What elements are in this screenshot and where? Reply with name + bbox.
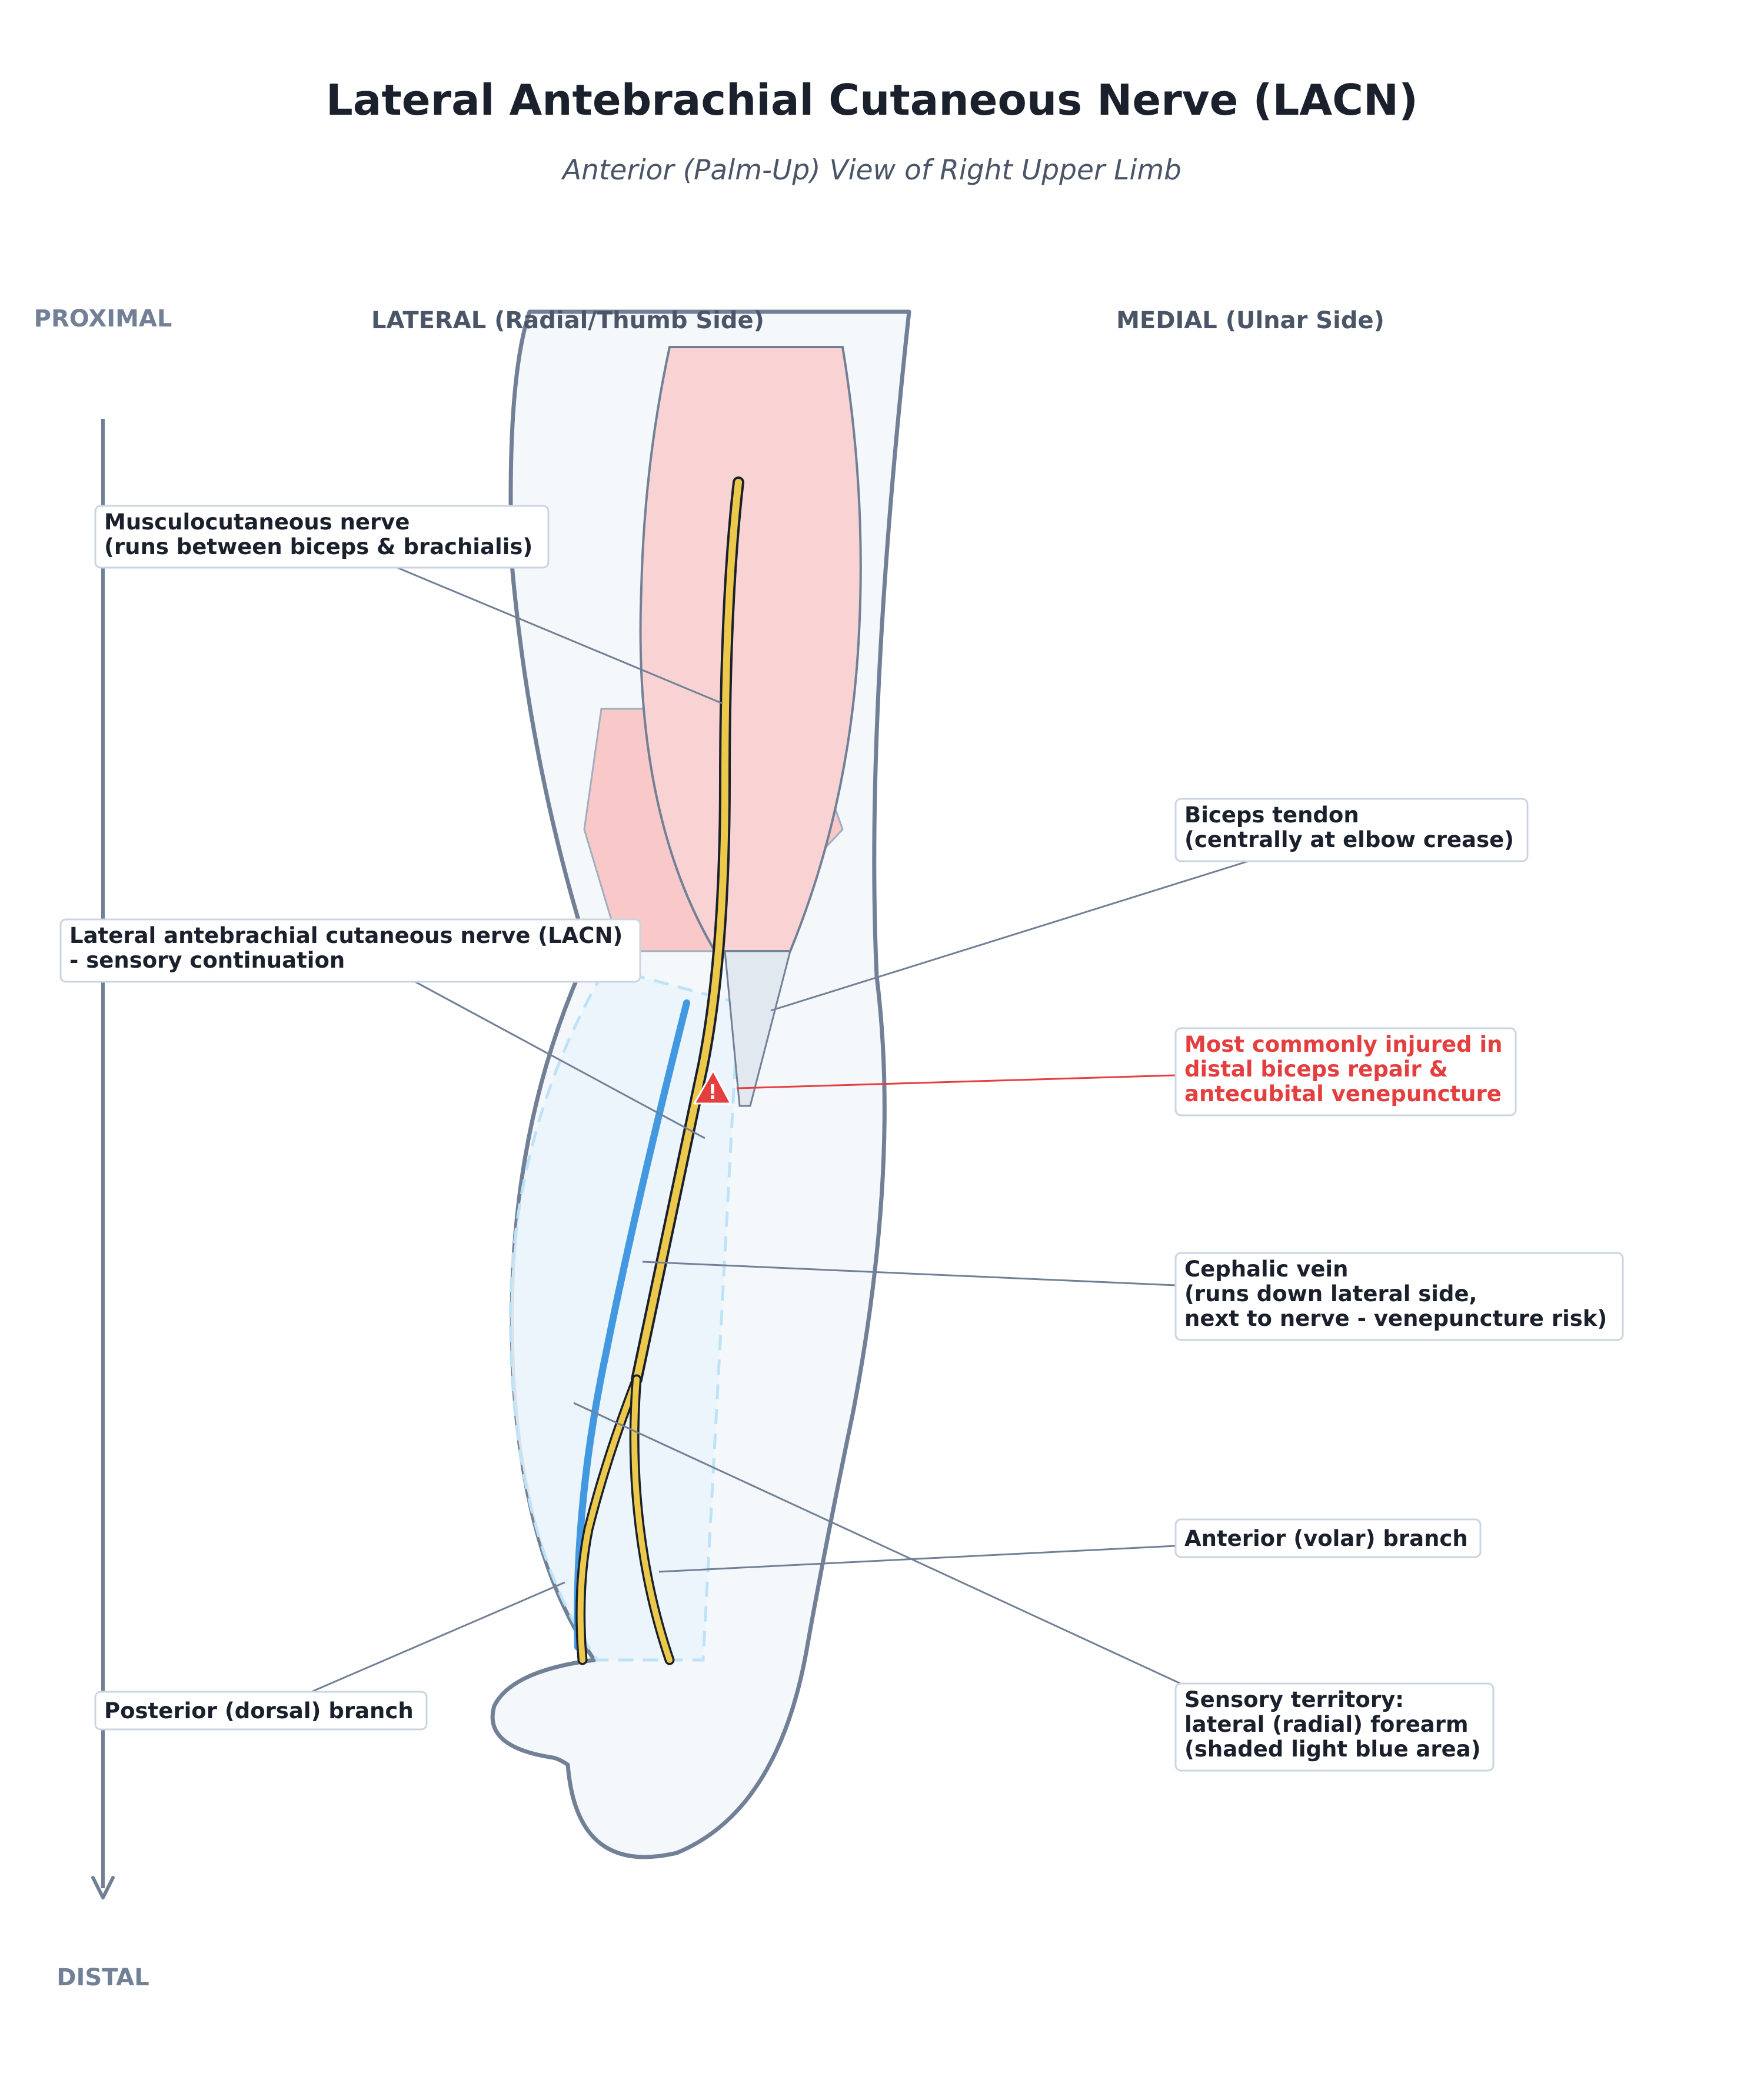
page-title: Lateral Antebrachial Cutaneous Nerve (LA… xyxy=(326,75,1418,125)
proximal-label: PROXIMAL xyxy=(34,305,172,332)
svg-text:Lateral antebrachial cutaneous: Lateral antebrachial cutaneous nerve (LA… xyxy=(69,923,623,973)
svg-text:Cephalic vein(runs down latera: Cephalic vein(runs down lateral side,nex… xyxy=(1184,1256,1607,1331)
callout-lacn: Lateral antebrachial cutaneous nerve (LA… xyxy=(59,918,641,983)
posterior-branch-nerve xyxy=(575,1374,642,1665)
anterior-branch-nerve xyxy=(629,1374,675,1665)
cephalic-vein xyxy=(574,999,690,1651)
svg-text:Sensory territory:lateral (rad: Sensory territory:lateral (radial) forea… xyxy=(1184,1687,1481,1762)
warning-icon: ! xyxy=(693,1069,732,1105)
leader-biceps-tendon xyxy=(770,859,1253,1012)
lacn-nerve xyxy=(631,476,744,1385)
leader-anterior-branch xyxy=(658,1545,1176,1573)
page-subtitle: Anterior (Palm-Up) View of Right Upper L… xyxy=(561,154,1181,186)
svg-text:!: ! xyxy=(708,1081,717,1104)
svg-text:Posterior (dorsal) branch: Posterior (dorsal) branch xyxy=(104,1698,414,1724)
leader-musculocutaneous xyxy=(392,565,723,705)
lateral-side-label: LATERAL (Radial/Thumb Side) xyxy=(371,307,764,334)
leader-posterior-branch xyxy=(305,1581,565,1695)
svg-text:Anterior (volar) branch: Anterior (volar) branch xyxy=(1184,1526,1468,1551)
callout-anterior-branch: Anterior (volar) branch xyxy=(1174,1518,1482,1558)
leader-warning xyxy=(736,1074,1176,1089)
callout-posterior-branch: Posterior (dorsal) branch xyxy=(94,1691,428,1731)
biceps-tendon xyxy=(724,950,791,1107)
svg-text:Musculocutaneous nerve(runs be: Musculocutaneous nerve(runs between bice… xyxy=(104,509,532,559)
proximal-distal-arrow xyxy=(91,419,115,1899)
leader-cephalic-vein xyxy=(642,1261,1176,1286)
leader-sensory-territory xyxy=(573,1402,1194,1691)
callout-musculocutaneous: Musculocutaneous nerve(runs between bice… xyxy=(94,505,550,569)
svg-text:Biceps tendon(centrally at elb: Biceps tendon(centrally at elbow crease) xyxy=(1184,802,1514,852)
medial-side-label: MEDIAL (Ulnar Side) xyxy=(1116,307,1384,334)
distal-label: DISTAL xyxy=(56,1964,149,1991)
callout-biceps-tendon: Biceps tendon(centrally at elbow crease) xyxy=(1174,798,1529,862)
callout-sensory-territory: Sensory territory:lateral (radial) forea… xyxy=(1174,1682,1495,1772)
leader-lacn xyxy=(411,979,705,1139)
callout-cephalic-vein: Cephalic vein(runs down lateral side,nex… xyxy=(1174,1252,1624,1341)
